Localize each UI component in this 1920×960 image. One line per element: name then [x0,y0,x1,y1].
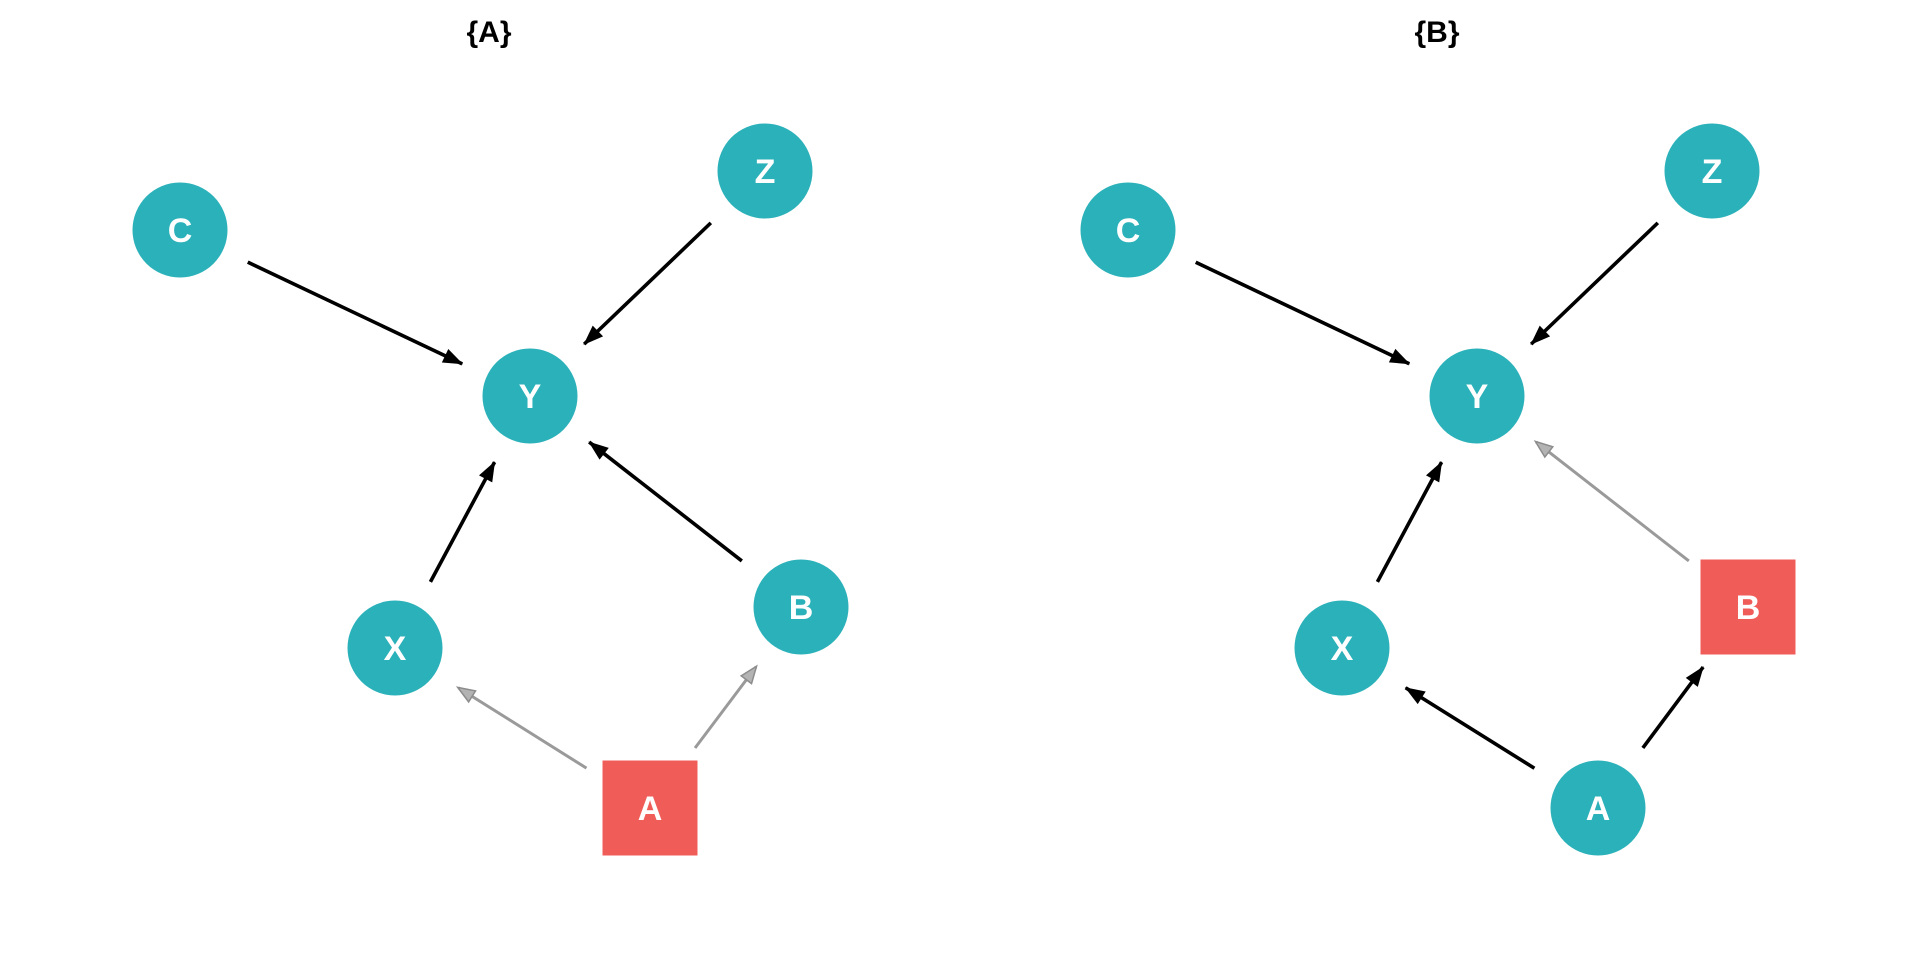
node-Z: Z [717,123,813,219]
node-A: A [1550,760,1646,856]
node-C: C [1080,182,1176,278]
node-Z: Z [1664,123,1760,219]
node-C: C [132,182,228,278]
node-shape-circle [753,559,849,655]
node-X: X [347,600,443,696]
edge-C-Y [1194,260,1411,366]
edge-A-X [1404,686,1536,770]
edge-X-Y [1375,461,1444,583]
edge-A-B [693,664,758,749]
node-shape-circle [1294,600,1390,696]
edge-A-X [455,686,588,770]
node-shape-circle [1080,182,1176,278]
node-shape-circle [1664,123,1760,219]
edge-Z-Y [1529,221,1660,346]
node-B: B [753,559,849,655]
node-shape-circle [347,600,443,696]
edge-B-Y [1533,440,1690,563]
panel-title-a: {A} [466,16,511,49]
node-Y: Y [1429,348,1525,444]
panel-b: C Z Y X B A {B} [1080,16,1796,856]
node-B: B [1700,559,1796,655]
node-shape-square [1700,559,1796,655]
node-shape-circle [717,123,813,219]
node-X: X [1294,600,1390,696]
edge-B-Y [588,440,743,563]
node-Y: Y [482,348,578,444]
node-A: A [602,760,698,856]
panel-title-b: {B} [1414,16,1459,49]
node-shape-square [602,760,698,856]
panel-a: C Z Y X B A {A} [132,16,849,856]
node-shape-circle [1429,348,1525,444]
node-shape-circle [1550,760,1646,856]
edge-Z-Y [582,221,713,346]
node-shape-circle [482,348,578,444]
node-shape-circle [132,182,228,278]
edge-X-Y [428,461,497,583]
edge-C-Y [246,260,464,366]
edge-A-B [1641,666,1705,749]
